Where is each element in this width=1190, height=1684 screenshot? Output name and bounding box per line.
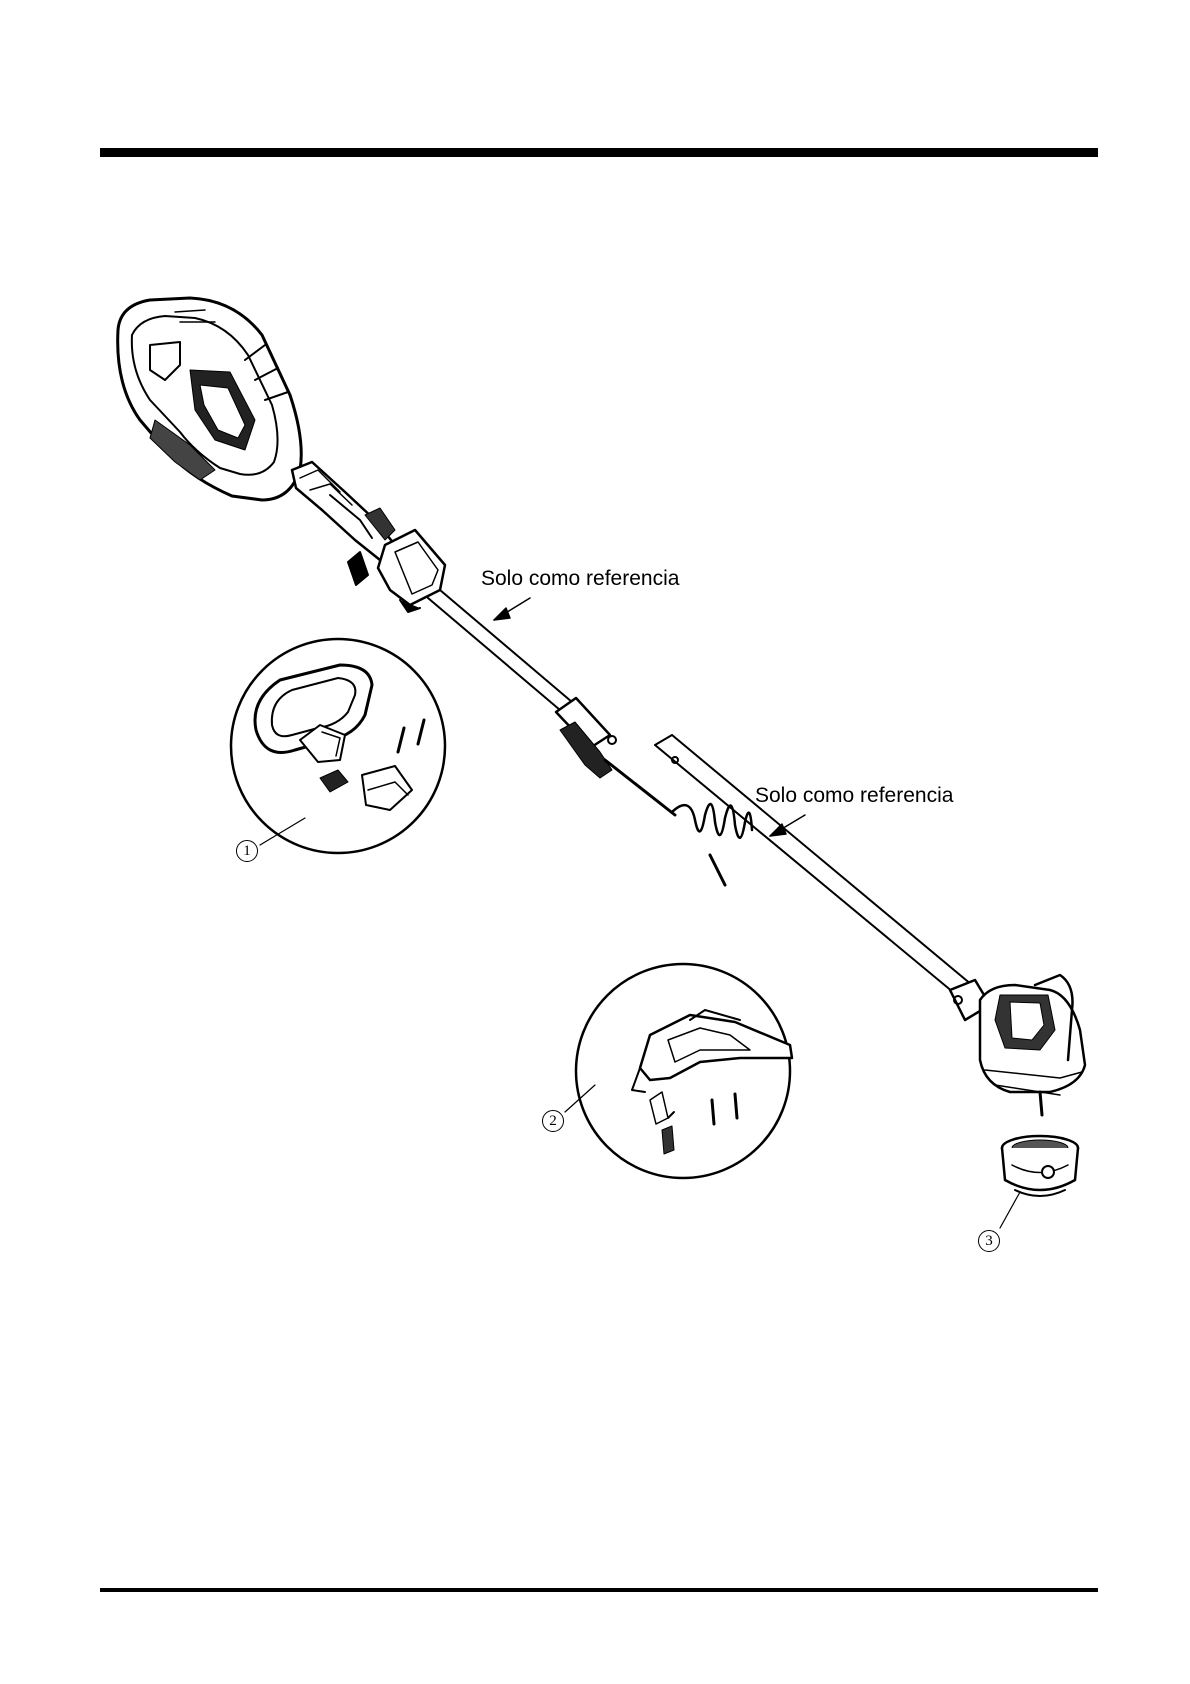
motor-housing bbox=[118, 298, 302, 500]
callout-3: 3 bbox=[978, 1230, 1000, 1252]
lower-shaft bbox=[655, 735, 978, 1002]
reference-label-1: Solo como referencia bbox=[481, 567, 679, 591]
spool-head-icon bbox=[1000, 1136, 1078, 1228]
upper-shaft bbox=[428, 590, 675, 815]
auxiliary-handle-detail bbox=[231, 639, 445, 853]
shaft-clamp bbox=[378, 530, 445, 612]
callout-2: 2 bbox=[542, 1110, 564, 1132]
reference-arrow-2 bbox=[770, 815, 805, 836]
bottom-rule bbox=[100, 1588, 1098, 1592]
guard-detail bbox=[565, 964, 792, 1178]
reference-arrow-1 bbox=[494, 598, 530, 620]
trimmer-head bbox=[950, 975, 1085, 1115]
callout-1: 1 bbox=[236, 840, 258, 862]
reference-label-2: Solo como referencia bbox=[755, 784, 953, 808]
